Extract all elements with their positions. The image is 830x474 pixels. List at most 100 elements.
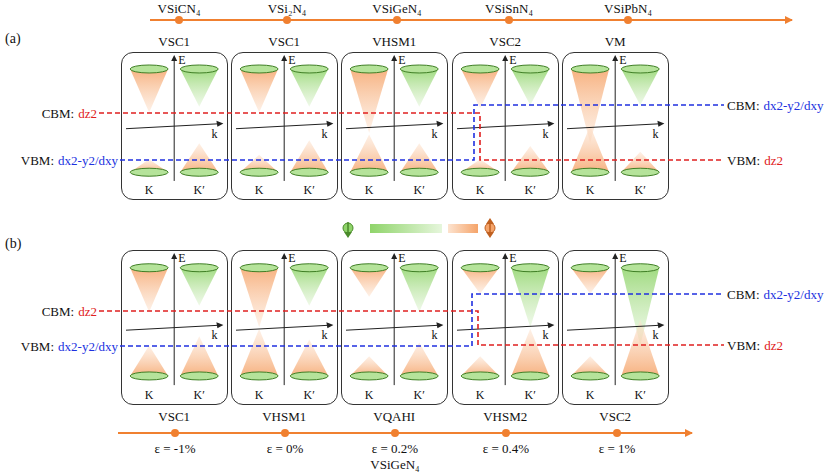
axis-head <box>612 253 618 259</box>
band-disc <box>240 65 278 73</box>
momentum-axis <box>567 124 661 129</box>
axis-label: E <box>509 54 516 67</box>
axis-label: E <box>288 252 295 265</box>
axis-label: E <box>178 54 185 67</box>
label-group: VSiCN₄ <box>158 1 201 16</box>
axis-head <box>436 121 443 127</box>
band-disc <box>290 168 328 176</box>
axis-head <box>547 121 554 127</box>
orbital-label: dz2 <box>764 338 783 353</box>
compound-label: VSiSnN₄ <box>485 1 533 16</box>
axis-head <box>171 253 177 259</box>
label-group: VBM:dx2-y2/dxy <box>21 153 118 168</box>
band-edge-label: VBM: <box>727 338 760 353</box>
band-panel: VSC1EkKK′ <box>121 250 228 405</box>
axis-head <box>281 55 287 61</box>
band-disc <box>130 168 168 176</box>
band-panel: VHSM1EkKK′ <box>231 250 338 405</box>
momentum-axis <box>457 325 551 330</box>
band-edge-label: VBM: <box>21 153 54 168</box>
valley-label: K′ <box>635 389 646 402</box>
phase-label: VSC1 <box>158 34 190 49</box>
panel-tag: (b) <box>5 236 21 251</box>
band-edge-label: CBM: <box>727 287 760 302</box>
label-group: VSiPbN₄ <box>604 1 652 16</box>
valence-cone <box>511 329 549 376</box>
band-panel: VMEkKK′ <box>562 52 669 200</box>
band-edge-label: VBM: <box>21 339 54 354</box>
band-disc <box>511 372 549 380</box>
band-panel: VHSM1EkKK′ <box>341 52 448 200</box>
valley-label: K′ <box>194 389 205 402</box>
axis-head <box>391 55 397 61</box>
energy-axis <box>174 58 175 181</box>
label-group: VSiGeN₄ <box>370 457 419 472</box>
valley-label: K′ <box>635 184 646 197</box>
label-group: (b) <box>5 236 21 251</box>
band-edge-label: CBM: <box>42 106 75 121</box>
valence-cone <box>571 126 609 173</box>
energy-axis <box>505 58 506 181</box>
band-disc <box>400 264 438 272</box>
band-disc <box>350 264 388 272</box>
band-disc <box>240 372 278 380</box>
conduction-cone <box>350 69 388 133</box>
axis-label: k <box>542 128 548 141</box>
label-group: CBM:dz2 <box>42 304 97 319</box>
compound-label: VSiCN₄ <box>158 1 201 16</box>
compound-label: VSiPbN₄ <box>604 1 652 16</box>
band-panel: VHSM2EkKK′ <box>452 250 559 405</box>
band-disc <box>180 264 218 272</box>
band-panel: VQAHIEkKK′ <box>341 250 448 405</box>
conduction-cone <box>511 69 549 105</box>
valence-cone <box>350 134 388 172</box>
band-disc <box>350 65 388 73</box>
valley-label: K <box>586 389 595 402</box>
valley-label: K <box>145 184 154 197</box>
band-disc <box>461 168 499 176</box>
axis-head <box>547 322 554 328</box>
axis-head <box>216 322 223 328</box>
strain-label: ε = 0% <box>267 441 304 456</box>
label-group: CBM:dx2-y2/dxy <box>727 287 823 302</box>
label-group: VSi₂N₄ <box>268 1 307 16</box>
band-disc <box>571 168 609 176</box>
momentum-axis <box>236 124 330 129</box>
momentum-axis <box>126 124 220 129</box>
energy-axis <box>394 58 395 181</box>
phase-label: VHSM1 <box>372 34 416 49</box>
phase-label: VQAHI <box>373 409 415 424</box>
energy-axis <box>174 256 175 385</box>
axis-head <box>436 322 443 328</box>
axis-label: E <box>619 54 626 67</box>
band-disc <box>621 65 659 73</box>
band-disc <box>350 168 388 176</box>
label-group: CBM:dx2-y2/dxy <box>727 98 823 113</box>
band-disc <box>511 264 549 272</box>
axis-label: k <box>321 128 327 141</box>
energy-axis <box>284 256 285 385</box>
band-disc <box>180 372 218 380</box>
phase-label: VSC2 <box>599 409 631 424</box>
band-panel: VSC1EkKK′ <box>231 52 338 200</box>
label-group: VBM: dz2 <box>727 338 783 353</box>
label-group: VSiSnN₄ <box>485 1 533 16</box>
axis-head <box>657 322 664 328</box>
band-disc <box>400 372 438 380</box>
valence-cone <box>400 342 438 376</box>
axis-label: E <box>619 252 626 265</box>
conduction-cone <box>621 69 659 105</box>
phase-label: VSC1 <box>268 34 300 49</box>
valley-label: K′ <box>525 184 536 197</box>
label-group: VSiGeN₄ <box>372 1 421 16</box>
band-disc <box>180 65 218 73</box>
momentum-axis <box>346 124 440 129</box>
axis-label: k <box>431 329 437 342</box>
orbital-label: dz2 <box>764 153 783 168</box>
valence-cone <box>290 140 328 172</box>
band-edge-label: CBM: <box>727 98 760 113</box>
energy-axis <box>615 256 616 385</box>
band-panel: VSC2EkKK′ <box>452 52 559 200</box>
label-group: CBM:dz2 <box>42 106 97 121</box>
valley-label: K <box>476 184 485 197</box>
